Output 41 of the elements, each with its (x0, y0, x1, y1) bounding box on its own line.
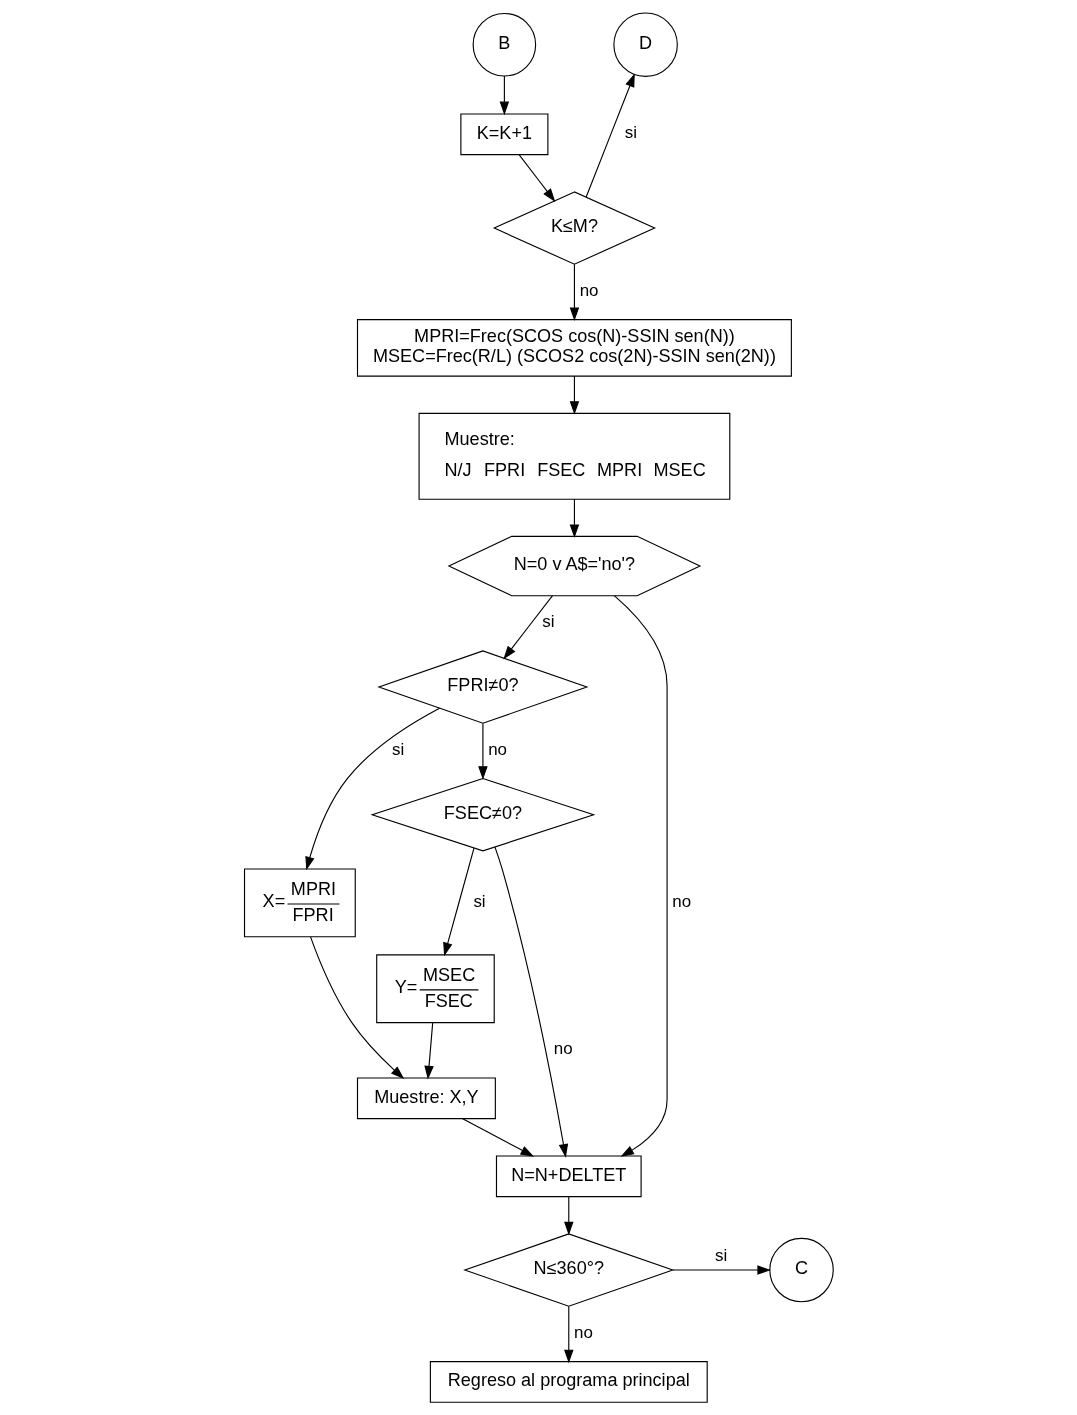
edge-label: no (671, 891, 691, 911)
edge-label: si (391, 739, 404, 759)
arrow (477, 722, 488, 780)
arrow (563, 1196, 574, 1236)
node-box: Regreso al programa principal (429, 1361, 708, 1403)
node-circle: C (768, 1237, 834, 1303)
node-box: Muestre: X,Y (356, 1077, 496, 1120)
edge-label: no (553, 1039, 573, 1059)
edge-label: si (472, 891, 486, 911)
edge-label: si (541, 612, 555, 632)
arrow (304, 707, 440, 871)
arrow (442, 847, 475, 957)
node-box: K=K+1 (459, 113, 548, 156)
arrow (493, 846, 568, 1158)
edge-label: no (579, 280, 599, 300)
arrow (671, 1265, 771, 1275)
arrow (423, 1022, 434, 1080)
node-circle: D (612, 12, 678, 77)
arrow (518, 154, 555, 202)
arrow (309, 936, 404, 1079)
arrow (461, 1118, 534, 1157)
node-diamond: FPRI≠0? (376, 650, 589, 724)
arrow (613, 595, 668, 1157)
node-box: MPRI=Frec(SCOS cos(N)-SSIN sen(N)) MSEC=Frec(R/L) (SCOS2 cos(2N)-SSIN sen(2N)) (356, 319, 792, 377)
node-circle: B (472, 12, 536, 77)
arrow (569, 375, 579, 415)
edge-label: si (624, 123, 637, 143)
arrow (569, 263, 579, 321)
edge-label: si (714, 1246, 727, 1266)
arrow (563, 1305, 574, 1364)
arrow (502, 595, 553, 660)
edge-label: no (487, 739, 507, 759)
arrow (569, 498, 579, 538)
arrow (585, 73, 635, 198)
edge-label: no (573, 1322, 593, 1342)
arrow (499, 75, 509, 116)
node-box: N=N+DELTET (495, 1155, 642, 1198)
node-diamond: K≤M? (492, 191, 656, 265)
node-box: Muestre: N/J FPRI FSEC MPRI MSEC (418, 412, 730, 500)
node-diamond: FSEC≠0? (369, 778, 595, 852)
node-diamond: N≤360°? (462, 1233, 674, 1307)
